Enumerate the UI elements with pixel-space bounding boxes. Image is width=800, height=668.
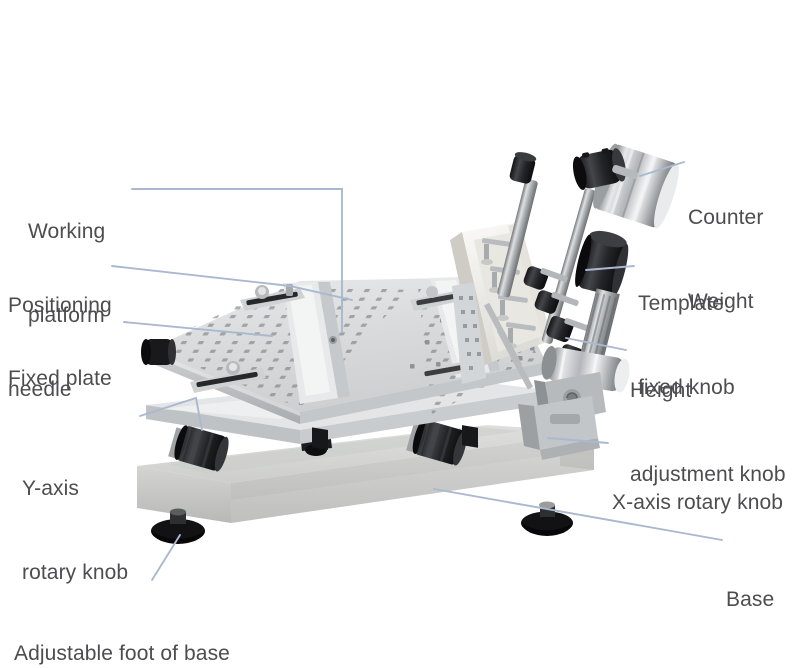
label-counter-weight: Counter Weight [688, 148, 763, 372]
positioning-needle-assembly-top [240, 284, 305, 311]
label-line: Working [28, 220, 106, 243]
platform-edge-knob [141, 339, 176, 365]
template-fixed-knobs [483, 266, 592, 390]
leader-fixed-plate [123, 321, 273, 337]
label-y-axis-rotary-knob: Y-axis rotary knob [22, 419, 128, 643]
label-line: Fixed plate [8, 367, 112, 390]
leader-y-axis-knob [139, 396, 203, 431]
label-line: Height [630, 379, 692, 402]
leader-lines [111, 161, 723, 581]
positioning-needle-assembly-lower [190, 361, 266, 393]
label-template-fixed-knob: Template fixed knob [638, 234, 735, 458]
label-line: Counter [688, 206, 764, 229]
label-line: Base [726, 588, 775, 611]
label-line: X-axis rotary knob [612, 491, 784, 514]
foot-left [151, 508, 205, 544]
label-line: Y-axis [22, 477, 80, 500]
leader-x-axis-knob [547, 437, 609, 444]
label-working-platform: Working platform [28, 162, 105, 386]
template-knob-2 [534, 290, 579, 314]
column-mount [518, 396, 600, 460]
counter-weight-lock-knob [572, 148, 638, 190]
label-base: Base [726, 530, 774, 668]
label-height-adjustment-knob: Height adjustment knob [630, 321, 786, 545]
left-column-plate [452, 282, 486, 384]
rear-threaded-rod [497, 152, 538, 298]
label-line: rotary knob [22, 561, 129, 584]
label-line: Positioning [8, 294, 112, 317]
y-axis-rotary-knob-part [168, 425, 229, 472]
label-positioning-needle: Positioning needle [8, 236, 112, 460]
leader-base [433, 488, 723, 541]
adjustable-feet [151, 501, 573, 544]
label-x-axis-rotary-knob: X-axis rotary knob [612, 433, 783, 573]
label-line: fixed knob [638, 376, 735, 399]
label-line: Adjustable foot of base [14, 642, 230, 665]
template-knob-1 [523, 266, 568, 290]
leader-height-adjustment [565, 337, 627, 351]
label-line: needle [8, 378, 72, 401]
leader-positioning-needle [111, 265, 353, 301]
leader-working-platform [131, 188, 343, 333]
label-line: Template [638, 292, 725, 315]
label-line: Weight [688, 290, 754, 313]
leader-counter-weight [639, 161, 685, 177]
leader-adjustable-foot [151, 534, 181, 581]
label-fixed-plate: Fixed plate [8, 309, 112, 449]
label-line: adjustment knob [630, 463, 786, 486]
fixed-plate [283, 282, 350, 450]
foot-right [521, 501, 573, 536]
leader-template-knob [585, 265, 635, 271]
label-line: platform [28, 304, 105, 327]
label-adjustable-foot: Adjustable foot of base [14, 584, 230, 668]
x-axis-rotary-knob-part [406, 419, 467, 466]
template-knob-3 [546, 315, 592, 343]
